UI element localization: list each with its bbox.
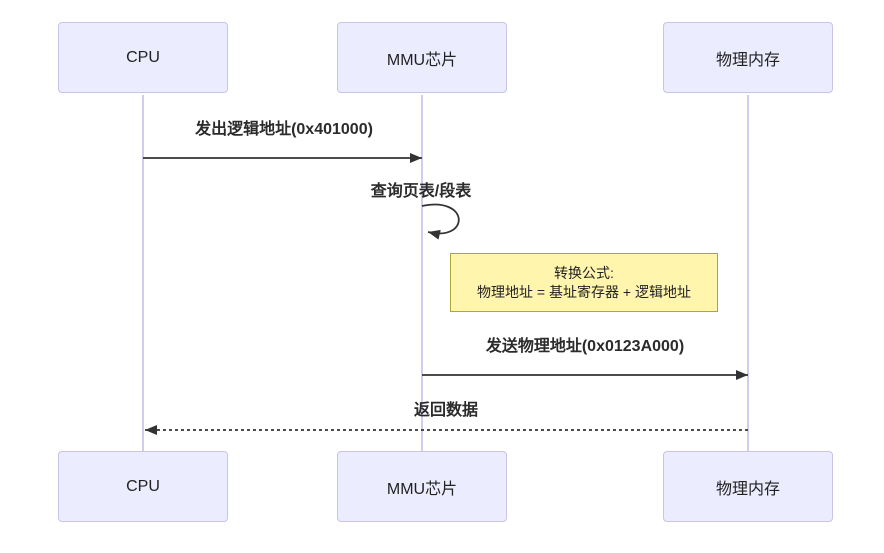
message-label-query-page-table: 查询页表/段表: [370, 183, 472, 200]
actor-top-cpu: CPU: [58, 22, 228, 93]
note-line-2: 物理地址 = 基址寄存器 + 逻辑地址: [477, 283, 691, 300]
arrow-mmu-self-loop: [421, 203, 460, 240]
note-translation-formula: 转换公式: 物理地址 = 基址寄存器 + 逻辑地址: [450, 253, 718, 312]
note-line-1: 转换公式:: [554, 264, 614, 281]
actor-top-memory: 物理内存: [663, 22, 833, 93]
message-label-send-physical-address: 发送物理地址(0x0123A000): [485, 338, 685, 355]
message-label-send-logical-address: 发出逻辑地址(0x401000): [195, 121, 373, 138]
actor-top-mmu: MMU芯片: [337, 22, 507, 93]
message-label-return-data: 返回数据: [413, 402, 479, 419]
actor-bottom-mmu: MMU芯片: [337, 451, 507, 522]
actor-bottom-cpu: CPU: [58, 451, 228, 522]
actor-bottom-memory: 物理内存: [663, 451, 833, 522]
